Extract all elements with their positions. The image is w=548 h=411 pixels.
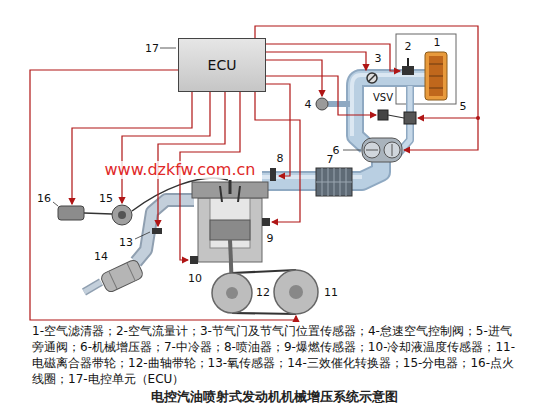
signal-wire — [255, 26, 478, 150]
converter-seam — [127, 263, 135, 281]
clutch-pulley — [274, 270, 318, 314]
signal-wire — [72, 92, 192, 204]
diagram-title: 电控汽油喷射式发动机机械增压系统示意图 — [0, 389, 548, 405]
signal-wire — [265, 52, 366, 70]
drive-belt — [232, 313, 296, 314]
connecting-rod — [230, 240, 231, 262]
idle-bypass-pipe — [328, 101, 350, 107]
vsv-valve — [378, 110, 388, 120]
supercharger — [362, 138, 402, 162]
leader-line — [53, 202, 58, 206]
callout-number: 10 — [188, 273, 202, 284]
valve — [220, 186, 222, 202]
rotor-lobe — [366, 150, 378, 151]
signal-wire — [265, 60, 322, 96]
knock-sensor — [262, 218, 270, 226]
piston — [210, 220, 250, 240]
tail-pipe — [84, 282, 101, 292]
leader-line — [343, 150, 361, 151]
ecu-wiring — [30, 26, 478, 320]
intake-pipe — [355, 78, 425, 146]
pipe-highlight — [352, 75, 425, 136]
distributor-cap — [118, 211, 126, 219]
callout-number: 15 — [99, 193, 113, 204]
supercharger-rotor — [384, 142, 400, 158]
crank-pulley — [212, 273, 252, 313]
callout-number: 16 — [37, 193, 51, 204]
pulley-hub — [226, 287, 238, 299]
callout-number: 2 — [405, 41, 412, 52]
coolant-sensor — [190, 256, 198, 264]
tail-pipe — [84, 282, 101, 292]
signal-wire — [122, 92, 210, 203]
spark-plug — [229, 180, 232, 194]
cooler-fin — [316, 182, 352, 183]
callout-number: 6 — [333, 145, 340, 156]
vacuum-hose — [388, 115, 404, 118]
intercooler — [316, 168, 352, 196]
catalytic-converter — [100, 258, 145, 293]
signal-wire — [265, 44, 400, 71]
callout-number: 1 — [434, 37, 441, 48]
idle-air-valve — [316, 98, 328, 110]
filter-frame — [396, 34, 456, 104]
coil-lead — [84, 213, 112, 214]
wire-junction — [476, 116, 480, 120]
signal-wire — [265, 76, 376, 115]
air-flow-meter — [402, 66, 414, 75]
distributor — [112, 205, 132, 225]
air-filter — [425, 52, 447, 100]
signal-wire — [158, 92, 225, 226]
callout-number: 12 — [256, 287, 270, 298]
callout-number: 4 — [305, 99, 312, 110]
bypass-valve — [404, 112, 416, 124]
supercharger-rotor — [364, 142, 380, 158]
pulley-hub — [289, 285, 303, 299]
callout-number: 17 — [145, 43, 159, 54]
filter-pleat — [429, 76, 443, 77]
air-filter-element — [429, 56, 443, 96]
caption-text: 1-空气滤清器；2-空气流量计；3-节气门及节气门位置传感器；4-怠速空气控制阀… — [32, 323, 520, 387]
leader-line — [160, 48, 176, 49]
filter-pleat — [429, 88, 443, 89]
callout-number: 8 — [277, 153, 284, 164]
throttle-plate — [368, 74, 376, 82]
signal-wire — [30, 70, 296, 320]
ecu-box: ECU — [178, 38, 266, 92]
intake-pipe — [355, 78, 425, 146]
valve — [238, 186, 240, 202]
exhaust-pipe — [136, 200, 194, 262]
valve-label: VSV — [373, 93, 393, 103]
watermark: www.dzkfw.com.cn — [103, 161, 258, 179]
signal-wire — [265, 84, 290, 176]
signal-wire — [255, 92, 300, 222]
callout-number: 3 — [375, 53, 382, 64]
callout-number: 11 — [324, 287, 338, 298]
ignition-coil — [58, 206, 84, 220]
callout-number: 9 — [267, 233, 274, 244]
throttle-valve — [367, 73, 377, 83]
callout-number: 7 — [327, 154, 334, 165]
signal-wire — [418, 117, 478, 118]
exhaust-pipe — [136, 200, 194, 262]
callout-number: 5 — [460, 101, 467, 112]
leader-line — [135, 232, 150, 239]
converter-seam — [109, 271, 117, 289]
oxygen-sensor — [152, 228, 162, 234]
injector — [270, 168, 276, 181]
node-text: ECU — [208, 57, 237, 74]
filter-pleat — [429, 64, 443, 65]
callout-number: 14 — [94, 251, 108, 262]
engine-block — [198, 198, 262, 262]
converter-body — [100, 258, 145, 293]
rotor-lobe — [392, 144, 393, 156]
callout-number: 13 — [119, 237, 133, 248]
